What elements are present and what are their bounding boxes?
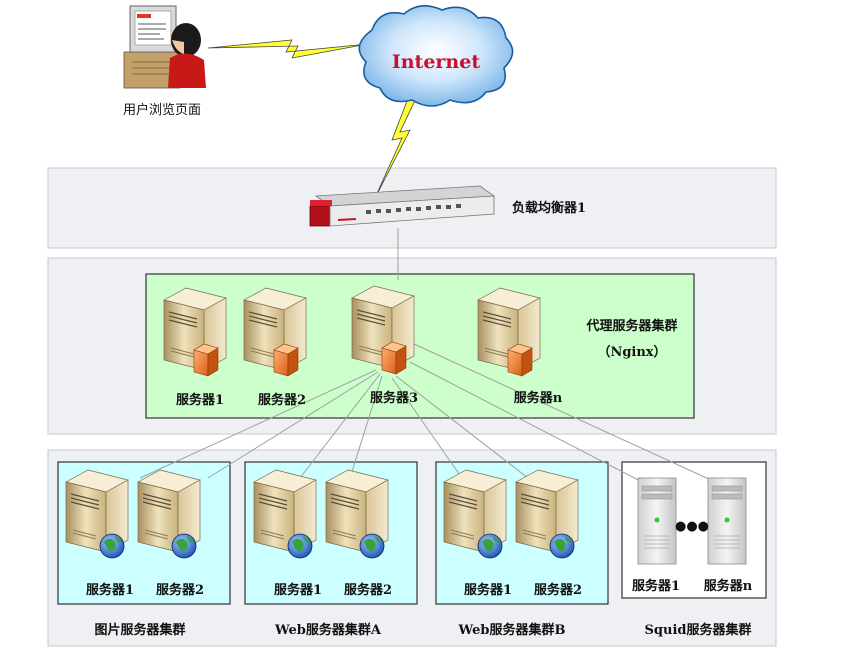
proxy-cluster-title: 代理服务器集群 — [585, 318, 677, 334]
proxy-cluster-subtitle: （Nginx） — [597, 344, 666, 360]
user-label: 用户浏览页面 — [123, 102, 201, 118]
cluster-server-label: 服务器1 — [464, 582, 512, 598]
cluster-name: Web服务器集群B — [458, 622, 566, 638]
internet-cloud-icon — [358, 5, 514, 107]
connection-lines — [139, 228, 725, 487]
squid-server-icon — [637, 477, 677, 565]
cluster-server-label: 服务器2 — [156, 582, 204, 598]
load-balancer-icon — [309, 185, 496, 227]
ellipsis-dots: ●●● — [675, 519, 709, 534]
load-balancer-label: 负载均衡器1 — [512, 200, 586, 216]
proxy-server-label: 服务器3 — [370, 390, 418, 406]
cluster-server-label: 服务器n — [704, 578, 753, 594]
lightning-bolt-icon — [207, 39, 369, 59]
cluster-name: 图片服务器集群 — [94, 622, 185, 638]
cluster-server-label: 服务器1 — [86, 582, 134, 598]
cluster-server-label: 服务器1 — [274, 582, 322, 598]
cluster-server-label: 服务器2 — [534, 582, 582, 598]
cluster-name: Squid服务器集群 — [645, 622, 752, 638]
cluster-name: Web服务器集群A — [274, 622, 382, 638]
proxy-server-label: 服务器1 — [176, 392, 224, 408]
cluster-server-label: 服务器1 — [632, 578, 680, 594]
user-computer-icon — [123, 5, 206, 89]
cluster-server-label: 服务器2 — [344, 582, 392, 598]
proxy-server-label: 服务器n — [514, 390, 563, 406]
squid-server-icon — [707, 477, 747, 565]
proxy-server-label: 服务器2 — [258, 392, 306, 408]
internet-label: Internet — [392, 51, 480, 73]
